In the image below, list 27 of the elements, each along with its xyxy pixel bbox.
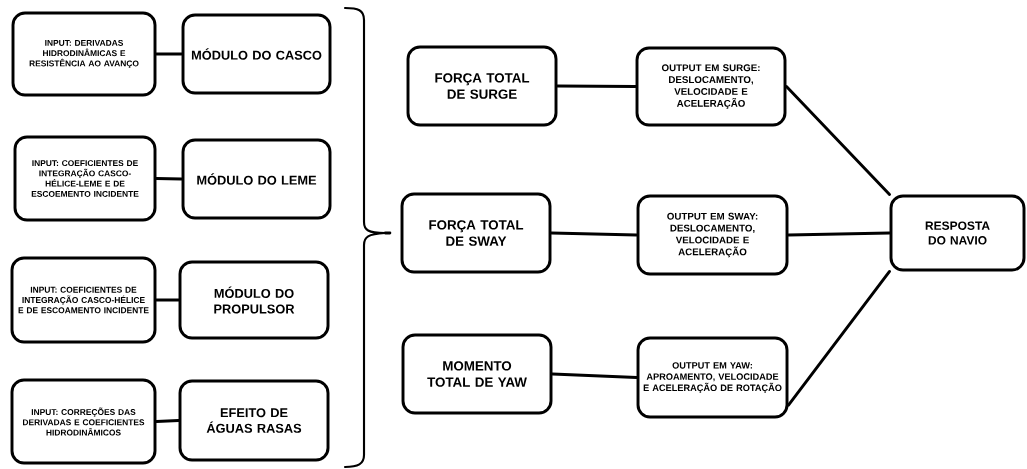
output-box: OUTPUT EM SWAY: DESLOCAMENTO, VELOCIDADE E ACELERAÇÃO — [636, 194, 789, 276]
connector-line — [383, 231, 392, 235]
result-box: RESPOSTA DO NAVIO — [889, 194, 1026, 272]
connector-line — [556, 84, 637, 88]
connector-line — [155, 52, 183, 56]
module-box: MÓDULO DO PROPULSOR — [178, 260, 330, 340]
connector-line — [550, 231, 638, 237]
module-box: MÓDULO DO CASCO — [181, 13, 332, 95]
output-box: OUTPUT EM YAW: APROAMENTO, VELOCIDADE E ACELERAÇÃO DE ROTAÇÃO — [636, 336, 789, 419]
input-box: INPUT: DERIVADAS HIDRODINÂMICAS E RESISTÊNCIA AO AVANÇO — [11, 11, 157, 97]
input-box: INPUT: COEFICIENTES DE INTEGRAÇÃO CASCO-HÉLICE-LEME E DE ESCOEMENTO INCIDENTE — [13, 135, 157, 222]
connector-line — [551, 372, 638, 379]
module-box: MÓDULO DO LEME — [181, 138, 332, 220]
force-box: FORÇA TOTAL DE SURGE — [406, 45, 558, 127]
connector-line — [155, 177, 183, 181]
connector-line — [785, 85, 891, 196]
curly-brace — [343, 6, 387, 469]
force-box: FORÇA TOTAL DE SWAY — [400, 192, 552, 274]
input-box: INPUT: COEFICIENTES DE INTEGRAÇÃO CASCO-HÉLICE E DE ESCOAMENTO INCIDENTE — [10, 256, 157, 344]
module-box: EFEITO DE ÁGUAS RASAS — [178, 379, 330, 462]
connector-line — [155, 419, 180, 423]
force-box: MOMENTO TOTAL DE YAW — [401, 333, 553, 415]
connector-line — [787, 270, 891, 407]
connector-line — [787, 231, 891, 237]
output-box: OUTPUT EM SURGE: DESLOCAMENTO, VELOCIDADE E ACELERAÇÃO — [635, 46, 787, 127]
input-box: INPUT: CORREÇÕES DAS DERIVADAS E COEFICIENTES HIDRODINÂMICOS — [10, 378, 157, 465]
connector-line — [155, 298, 180, 302]
